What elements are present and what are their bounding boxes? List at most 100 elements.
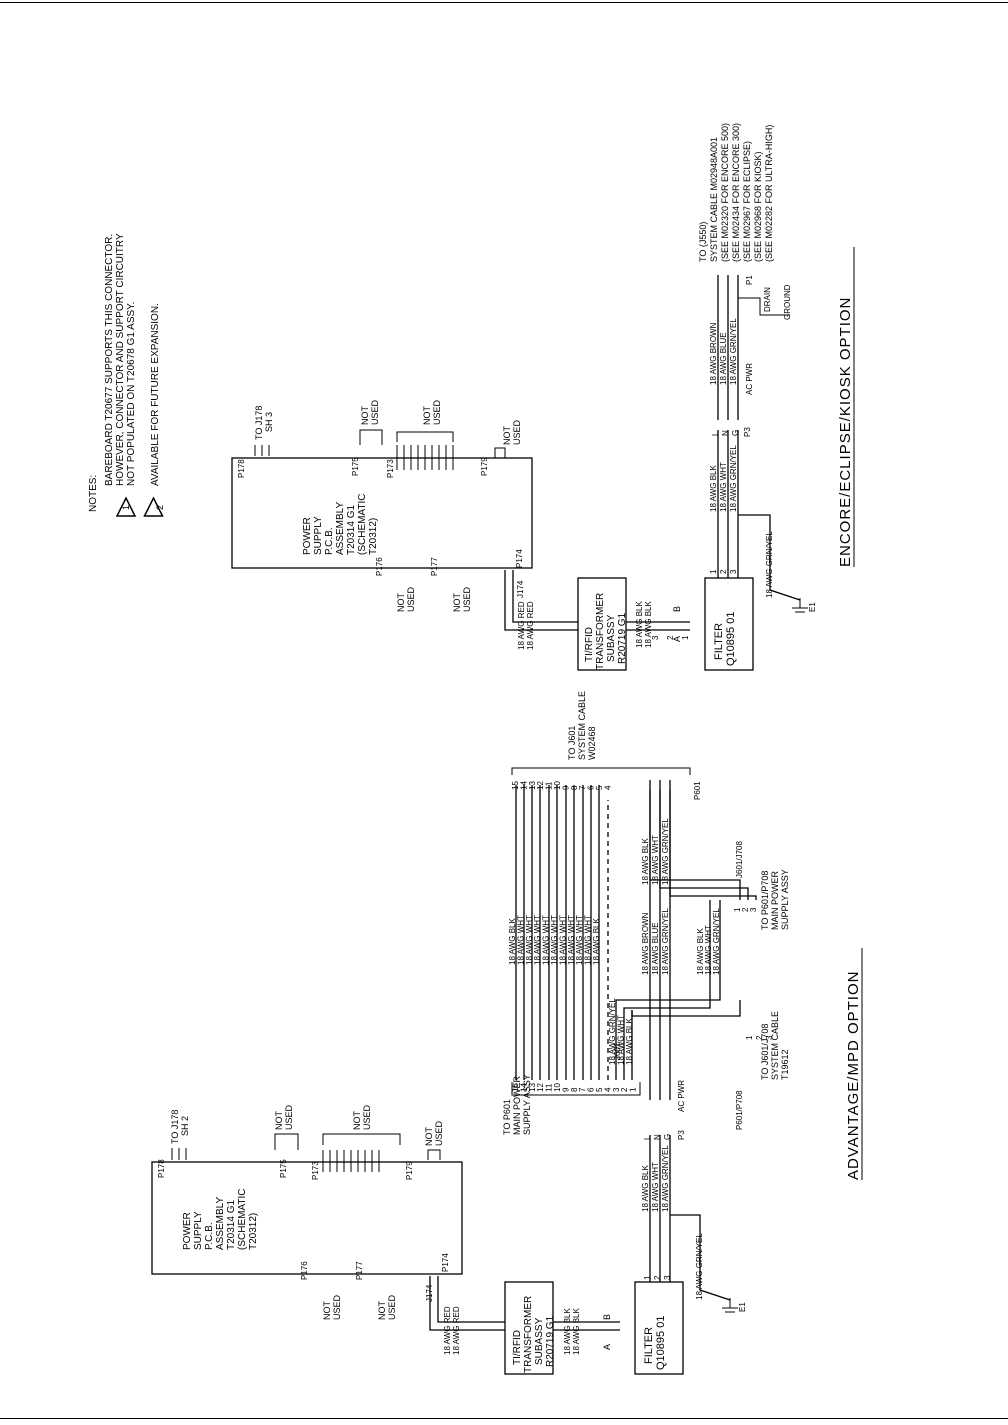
adv-p176: P176 <box>300 1261 309 1280</box>
svg-text:P176: P176 <box>300 1261 309 1280</box>
adv-601-wire-2 <box>659 790 749 900</box>
encore-psu-box <box>231 457 533 569</box>
svg-text:J601: J601 <box>613 1042 622 1060</box>
encore-filter-label: FILTER Q10895 01 <box>713 612 737 666</box>
svg-text:18 AWG WHT: 18 AWG WHT <box>525 915 534 965</box>
adv-p601-p708-pins: 1 2 3 <box>745 1035 774 1040</box>
svg-text:TO J178: TO J178 <box>254 406 264 440</box>
adv-p179-bracket <box>427 1149 441 1160</box>
svg-text:P175: P175 <box>279 1159 288 1178</box>
adv-right-wire-labels: 18 AWG BLK 18 AWG WHT 18 AWG GRN/YEL <box>696 908 721 975</box>
svg-text:P173: P173 <box>386 459 395 478</box>
encore-p3-pins: L N G <box>711 430 740 436</box>
svg-text:18 AWG GRN/YEL: 18 AWG GRN/YEL <box>608 998 617 1065</box>
svg-text:TO J601/J708: TO J601/J708 <box>760 1024 770 1080</box>
svg-text:18 AWG BLK: 18 AWG BLK <box>563 1308 572 1356</box>
adv-j601-left-pins: 15 14 13 12 11 10 9 8 7 6 5 4 3 2 1 <box>511 1083 638 1092</box>
adv-p174: P174 <box>441 1253 450 1272</box>
encore-blk-wire-label: 18 AWG BLK 18 AWG BLK <box>635 601 653 649</box>
adv-e1-label: E1 <box>738 1302 747 1312</box>
svg-text:MAIN POWER: MAIN POWER <box>770 870 780 930</box>
svg-text:R20719 G1: R20719 G1 <box>617 612 628 664</box>
svg-text:P174: P174 <box>515 549 524 568</box>
adv-ground-wire <box>670 1214 731 1301</box>
adv-red-wire-2 <box>437 1276 505 1323</box>
adv-psu-label: POWER SUPPLY P.C.B. ASSEMBLY T20314 G1 (… <box>182 1189 259 1250</box>
adv-p178: P178 <box>157 1159 166 1178</box>
encore-to-j178: TO J178 SH 3 <box>254 406 274 440</box>
svg-text:6: 6 <box>587 1087 596 1092</box>
svg-text:4: 4 <box>603 785 612 790</box>
svg-text:18 AWG WHT: 18 AWG WHT <box>651 1162 660 1212</box>
svg-text:1: 1 <box>733 907 742 912</box>
svg-text:P179: P179 <box>405 1161 414 1180</box>
svg-text:18 AWG RED: 18 AWG RED <box>526 601 535 650</box>
adv-p178-pins <box>171 1148 187 1160</box>
svg-text:SUPPLY ASSY: SUPPLY ASSY <box>780 869 790 930</box>
encore-p174: P174 <box>515 549 524 568</box>
svg-text:TO P601/P708: TO P601/P708 <box>760 871 770 930</box>
svg-text:18 AWG RED: 18 AWG RED <box>452 1306 461 1355</box>
svg-text:P178: P178 <box>237 459 246 478</box>
svg-text:USED: USED <box>432 399 442 425</box>
adv-p177-note: NOT USED <box>377 1294 397 1320</box>
encore-pin-ab: B A <box>672 606 682 642</box>
encore-p178-pins <box>254 445 270 456</box>
svg-text:2: 2 <box>755 1035 764 1040</box>
adv-p601-p708-label: P601/P708 <box>735 1090 744 1130</box>
adv-transformer-label: TI/RFID TRANSFORMER SUBASSY R20719 G1 <box>512 1296 556 1373</box>
svg-text:6: 6 <box>587 785 596 790</box>
svg-text:18 AWG BLUE: 18 AWG BLUE <box>651 922 660 975</box>
svg-text:18 AWG GRN/YEL: 18 AWG GRN/YEL <box>729 318 738 385</box>
encore-p179-bracket <box>494 447 506 458</box>
svg-text:P179: P179 <box>480 457 489 476</box>
svg-text:18 AWG WHT: 18 AWG WHT <box>533 915 542 965</box>
svg-text:TRANSFORMER: TRANSFORMER <box>595 593 606 670</box>
adv-e1-symbol <box>722 1298 738 1313</box>
svg-text:TI/RFID: TI/RFID <box>512 1330 523 1365</box>
encore-p3-label: P3 <box>743 427 752 437</box>
svg-text:NOT: NOT <box>352 1111 362 1131</box>
svg-text:FILTER: FILTER <box>643 1327 655 1364</box>
svg-text:18 AWG WHT: 18 AWG WHT <box>584 915 593 965</box>
svg-text:P174: P174 <box>441 1253 450 1272</box>
adv-p175-bracket <box>274 1133 299 1150</box>
encore-transformer-box <box>577 577 627 671</box>
svg-text:3: 3 <box>749 907 758 912</box>
svg-text:18 AWG GRN/YEL: 18 AWG GRN/YEL <box>695 1233 704 1300</box>
adv-j601-left-bracket <box>511 1082 641 1096</box>
svg-text:TO J601: TO J601 <box>567 726 577 760</box>
svg-text:(SEE M02320 FOR ENCORE 500): (SEE M02320 FOR ENCORE 500) <box>720 123 730 262</box>
adv-route-1 <box>615 900 721 1010</box>
encore-p3-left-wires: 18 AWG BLK 18 AWG WHT 18 AWG GRN/YEL <box>709 445 738 512</box>
svg-text:7: 7 <box>578 785 587 790</box>
adv-p601-pins: 15 14 13 12 11 10 9 8 7 6 5 4 3 2 1 <box>511 635 690 790</box>
svg-text:P173: P173 <box>311 1161 320 1180</box>
svg-text:USED: USED <box>406 586 416 612</box>
note-2-marker: 2 <box>143 496 165 517</box>
encore-p179-note: NOT USED <box>502 419 522 445</box>
svg-text:NOT: NOT <box>360 406 370 426</box>
advantage-title: ADVANTAGE/MPD OPTION <box>845 948 863 1180</box>
encore-p173-bracket <box>396 431 454 442</box>
svg-text:18 AWG GRN/YEL: 18 AWG GRN/YEL <box>661 1145 670 1212</box>
svg-text:TO J178: TO J178 <box>170 1110 180 1144</box>
svg-text:T20312): T20312) <box>248 1213 259 1250</box>
svg-text:18 AWG BLK: 18 AWG BLK <box>635 601 644 649</box>
svg-text:P176: P176 <box>375 557 384 576</box>
svg-text:9: 9 <box>561 785 570 790</box>
svg-text:R20719 G1: R20719 G1 <box>545 1315 556 1367</box>
svg-text:POWER: POWER <box>182 1212 193 1250</box>
svg-text:18 AWG RED: 18 AWG RED <box>517 601 526 650</box>
encore-p175-bracket <box>359 429 383 445</box>
encore-title: ENCORE/ECLIPSE/KIOSK OPTION <box>837 247 855 567</box>
svg-text:18 AWG BROWN: 18 AWG BROWN <box>641 912 650 975</box>
svg-text:18 AWG WHT: 18 AWG WHT <box>542 915 551 965</box>
adv-p173-note: NOT USED <box>352 1104 372 1130</box>
svg-text:NOT: NOT <box>422 406 432 426</box>
adv-p601-p708-to: TO J601/J708 SYSTEM CABLE T19612 <box>760 1011 790 1080</box>
svg-text:SUPPLY: SUPPLY <box>313 516 324 555</box>
svg-text:P.C.B.: P.C.B. <box>324 527 335 555</box>
svg-text:18 AWG WHT: 18 AWG WHT <box>567 915 576 965</box>
adv-p179: P179 <box>405 1161 414 1180</box>
